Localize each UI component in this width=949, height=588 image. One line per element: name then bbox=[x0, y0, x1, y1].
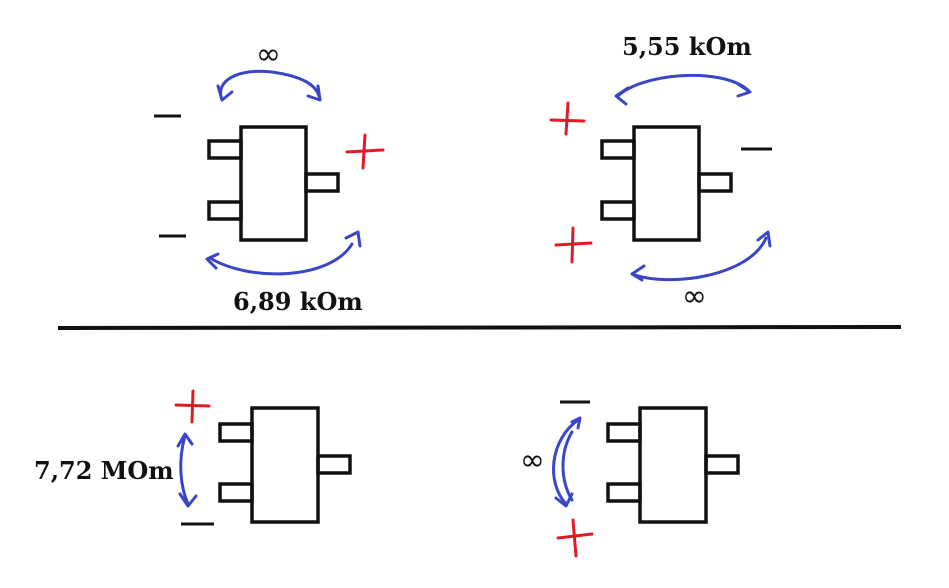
transistor-bottom-right bbox=[606, 406, 740, 524]
plus-sign bbox=[549, 101, 586, 136]
transistor-top-left bbox=[207, 125, 340, 242]
plus-sign bbox=[345, 133, 385, 170]
double-arrow-top-right bbox=[614, 73, 752, 106]
plus-sign bbox=[554, 226, 593, 264]
resistance-label: 7,72 MOm bbox=[34, 456, 174, 485]
transistor-bottom-left bbox=[218, 406, 352, 524]
transistor-top-right bbox=[600, 125, 733, 242]
double-arrow-bottom-left bbox=[205, 230, 362, 276]
vertical-double-arrow-bottom-right bbox=[552, 416, 582, 508]
resistance-label: 5,55 kOm bbox=[622, 32, 752, 61]
infinity-label: ∞ bbox=[520, 443, 545, 478]
plus-sign bbox=[174, 389, 211, 424]
vertical-double-arrow-bottom-left bbox=[176, 432, 198, 508]
infinity-label: ∞ bbox=[256, 37, 281, 72]
infinity-label: ∞ bbox=[682, 279, 707, 314]
resistance-label: 6,89 kOm bbox=[233, 287, 363, 316]
double-arrow-bottom-right bbox=[630, 230, 772, 282]
plus-sign bbox=[556, 518, 594, 558]
double-arrow-top-left bbox=[216, 69, 322, 102]
divider-line bbox=[57, 325, 902, 330]
